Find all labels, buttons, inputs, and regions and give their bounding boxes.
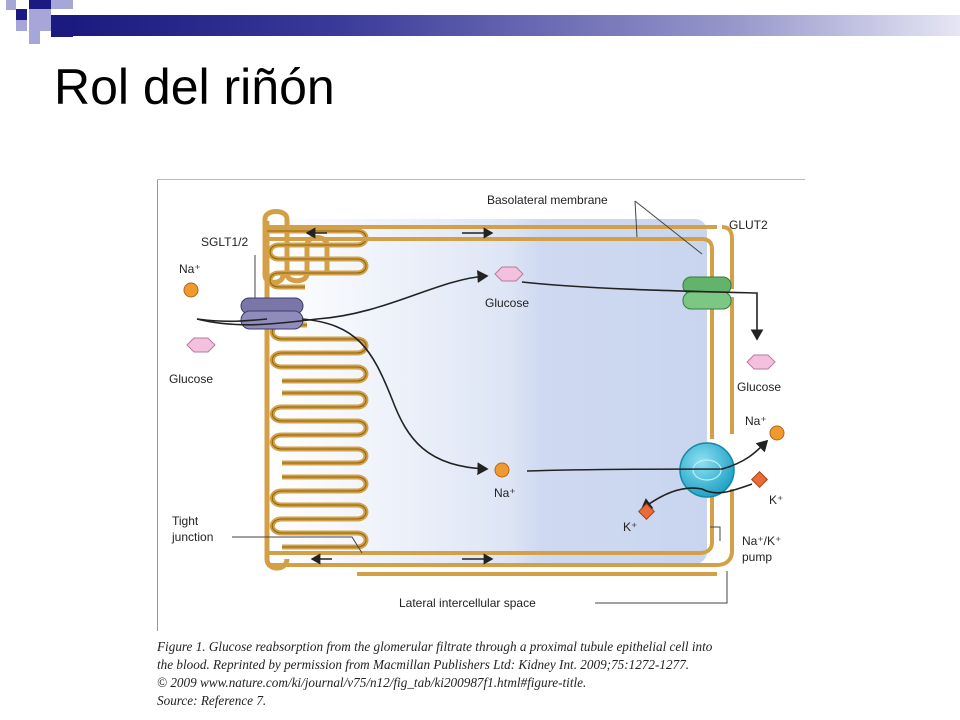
caption-line: the blood. Reprinted by permission from …: [157, 657, 690, 672]
label-pump-line2: pump: [742, 550, 772, 564]
label-glucose-cell: Glucose: [485, 296, 529, 310]
cell-body: [267, 219, 707, 564]
label-pump-line1: Na⁺/K⁺: [742, 534, 781, 548]
glucose-molecule: [186, 337, 216, 353]
apical-membrane: [264, 221, 290, 571]
figure: Basolateral membrane SGLT1/2 GLUT2 Na⁺ G…: [157, 179, 805, 631]
header-bar: [73, 15, 960, 36]
top-lateral-membrane: [267, 225, 734, 567]
deco-square: [51, 0, 73, 9]
deco-square: [16, 9, 27, 20]
glut2-transporter: [682, 276, 732, 310]
label-tight-line2: junction: [171, 530, 213, 544]
potassium-ion: [638, 503, 655, 520]
transport-arrows: [196, 270, 769, 510]
label-glucose-lumen: Glucose: [169, 372, 213, 386]
caption-line: Source: Reference 7.: [157, 693, 267, 708]
deco-square: [29, 9, 51, 31]
label-k-in: K⁺: [623, 520, 637, 534]
deco-square: [29, 31, 40, 44]
label-glut2: GLUT2: [729, 218, 768, 232]
label-na-out: Na⁺: [745, 414, 767, 428]
leader-lines: [232, 200, 728, 604]
caption-line: © 2009 www.nature.com/ki/journal/v75/n12…: [157, 675, 587, 690]
slide-title: Rol del riñón: [54, 59, 335, 115]
deco-square: [6, 0, 16, 10]
label-na-cell: Na⁺: [494, 486, 516, 500]
glucose-molecule: [494, 266, 524, 282]
potassium-ion: [751, 471, 768, 488]
caption-line: Figure 1. Glucose reabsorption from the …: [157, 639, 713, 654]
label-sglt: SGLT1/2: [201, 235, 248, 249]
glucose-molecule: [746, 354, 776, 370]
label-tight-line1: Tight: [172, 514, 199, 528]
label-basolateral-membrane: Basolateral membrane: [487, 193, 608, 207]
sodium-ion: [183, 282, 199, 298]
na-k-pump: [679, 442, 735, 498]
deco-square: [51, 15, 73, 37]
deco-square: [29, 0, 51, 9]
deco-square: [16, 20, 27, 31]
brush-border-inner: [267, 230, 367, 548]
label-na-lumen: Na⁺: [179, 262, 201, 276]
figure-caption: Figure 1. Glucose reabsorption from the …: [157, 638, 807, 710]
label-lateral-space: Lateral intercellular space: [399, 596, 536, 610]
sodium-ion: [494, 462, 510, 478]
glucose-reabsorption-diagram: Basolateral membrane SGLT1/2 GLUT2 Na⁺ G…: [157, 179, 805, 631]
corner-decoration: [0, 0, 960, 50]
sodium-ion: [769, 425, 785, 441]
pump-detail: [692, 459, 722, 481]
label-glucose-blood: Glucose: [737, 380, 781, 394]
label-k-out: K⁺: [769, 493, 783, 507]
